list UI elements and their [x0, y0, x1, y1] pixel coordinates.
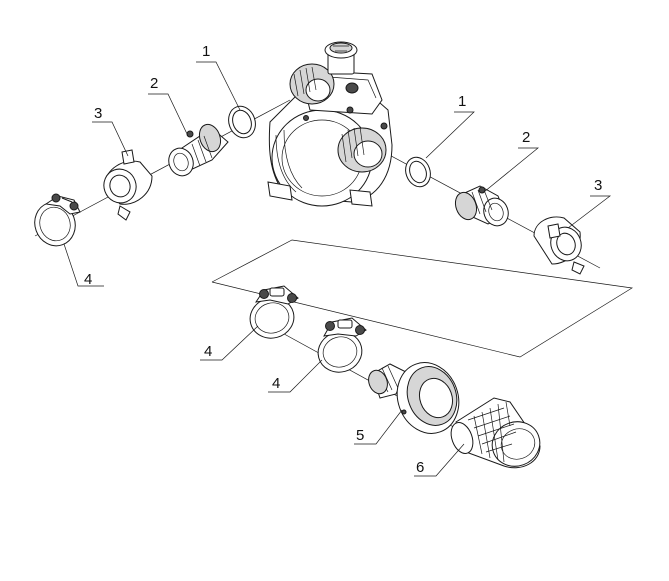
callout-1-right: 1 [458, 93, 466, 110]
pump-body [267, 41, 393, 207]
strainer-basket [450, 397, 541, 469]
hose-adapter-right [454, 185, 509, 227]
suction-flange [368, 362, 460, 434]
gasket-ring-right [405, 156, 431, 188]
callout-4-left: 4 [84, 271, 92, 288]
coupling-nut-right [533, 216, 585, 275]
gasket-ring-left [228, 105, 256, 139]
callout-3-right: 3 [594, 177, 602, 194]
hose-clamp-inset-upper [249, 285, 299, 339]
callout-1-left: 1 [202, 43, 210, 60]
callout-leaders [63, 61, 612, 477]
callout-labels: 1 2 3 4 1 2 3 4 4 5 6 [84, 43, 602, 476]
hose-clamp-left [34, 193, 81, 247]
callout-4-inset-lower: 4 [272, 375, 280, 392]
coupling-nut-left [103, 149, 153, 221]
callout-6: 6 [416, 459, 424, 476]
hose-adapter-left [168, 123, 229, 177]
callout-3-left: 3 [94, 105, 102, 122]
callout-2-left: 2 [150, 75, 158, 92]
callout-5: 5 [356, 427, 364, 444]
hose-clamp-inset-lower [317, 317, 367, 373]
callout-2-right: 2 [522, 129, 530, 146]
callout-4-inset-upper: 4 [204, 343, 212, 360]
